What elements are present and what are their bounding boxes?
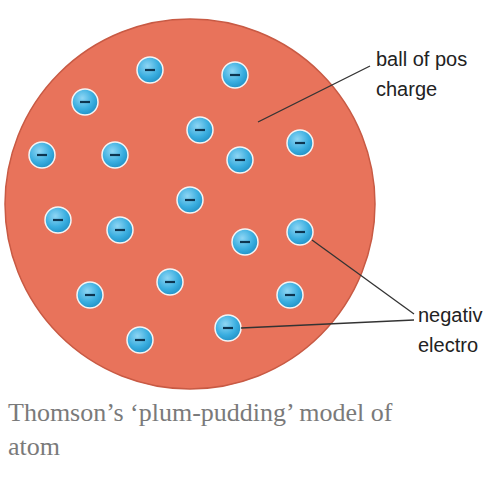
minus-sign (295, 142, 305, 144)
electron-body (102, 142, 128, 168)
electron (45, 207, 71, 233)
electron (187, 117, 213, 143)
electron-body (227, 147, 253, 173)
minus-sign (230, 74, 240, 76)
electron-body (287, 130, 313, 156)
electron (277, 282, 303, 308)
electron (232, 229, 258, 255)
electron-body (177, 187, 203, 213)
electron (107, 217, 133, 243)
minus-sign (37, 154, 47, 156)
electron-body (157, 269, 183, 295)
electron-body (127, 327, 153, 353)
leader-line (312, 240, 414, 314)
minus-sign (295, 231, 305, 233)
electron-body (72, 89, 98, 115)
ball-label: ball of pos charge (376, 44, 494, 104)
electrons (29, 57, 313, 353)
electron (77, 282, 103, 308)
minus-sign (53, 219, 63, 221)
electron-body (137, 57, 163, 83)
electron (287, 219, 313, 245)
minus-sign (110, 154, 120, 156)
minus-sign (235, 159, 245, 161)
electron (215, 315, 241, 341)
electron (127, 327, 153, 353)
electron (177, 187, 203, 213)
electron-body (29, 142, 55, 168)
minus-sign (185, 199, 195, 201)
electron-body (287, 219, 313, 245)
minus-sign (195, 129, 205, 131)
minus-sign (80, 101, 90, 103)
electron-body (77, 282, 103, 308)
electron (137, 57, 163, 83)
electron-body (232, 229, 258, 255)
positive-ball (5, 19, 375, 389)
electron (222, 62, 248, 88)
minus-sign (85, 294, 95, 296)
caption: Thomson’s ‘plum-pudding’ model of atom (8, 396, 448, 464)
minus-sign (145, 69, 155, 71)
minus-sign (223, 327, 233, 329)
electron-body (277, 282, 303, 308)
electron-body (45, 207, 71, 233)
electron (287, 130, 313, 156)
electron (227, 147, 253, 173)
minus-sign (115, 229, 125, 231)
minus-sign (240, 241, 250, 243)
electron (102, 142, 128, 168)
electron (157, 269, 183, 295)
minus-sign (165, 281, 175, 283)
leader-line (241, 320, 414, 328)
electron-body (187, 117, 213, 143)
electron-body (215, 315, 241, 341)
electron (29, 142, 55, 168)
electron (72, 89, 98, 115)
minus-sign (135, 339, 145, 341)
minus-sign (285, 294, 295, 296)
leader-line (258, 66, 370, 122)
electron-label: negativ electro (418, 300, 496, 360)
electron-body (222, 62, 248, 88)
electron-body (107, 217, 133, 243)
